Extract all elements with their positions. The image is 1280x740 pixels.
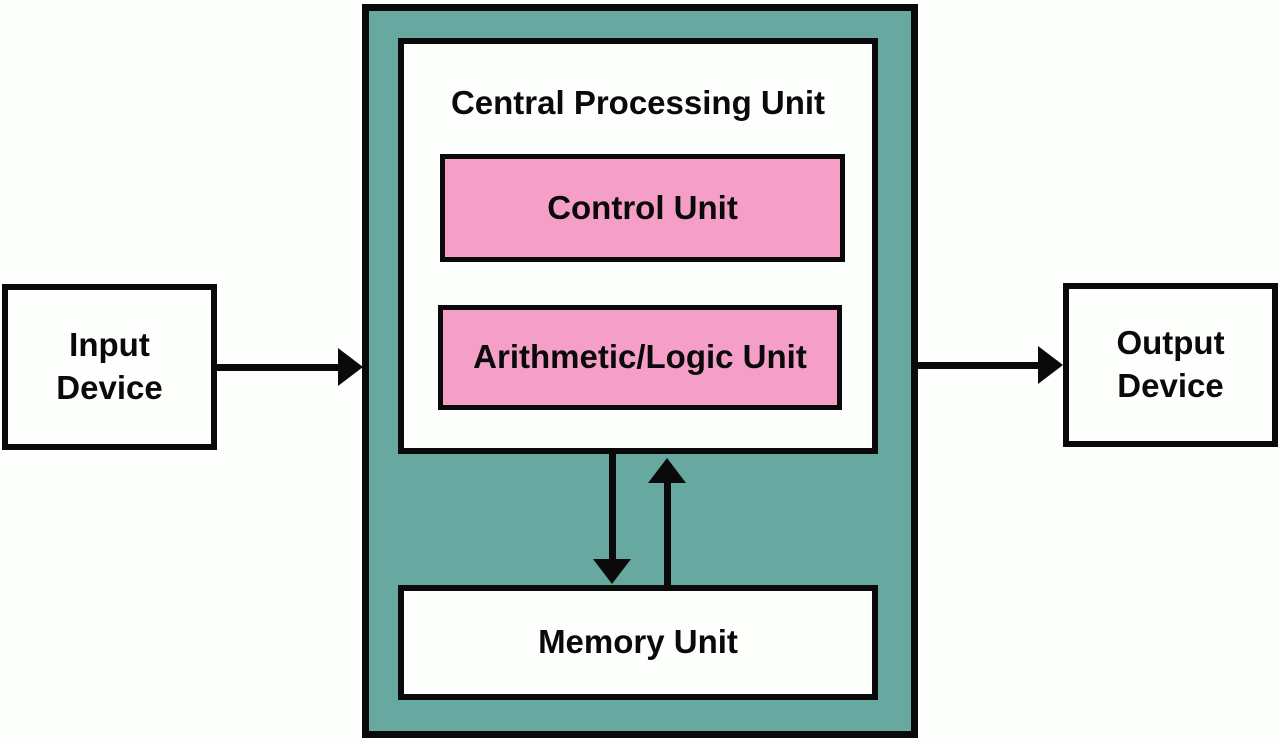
arrow-head-right-icon [338, 348, 363, 386]
input-device-label-line2: Device [56, 369, 163, 406]
output-device-label-line2: Device [1117, 367, 1224, 404]
memory-unit-label: Memory Unit [538, 623, 738, 661]
alu-box: Arithmetic/Logic Unit [438, 305, 842, 410]
output-device-box: Output Device [1063, 283, 1278, 447]
input-device-label-line1: Input [69, 326, 150, 364]
cpu-inner-box: Central Processing Unit Control Unit Ari… [398, 38, 878, 454]
input-device-box: Input Device [2, 284, 217, 450]
alu-label: Arithmetic/Logic Unit [473, 338, 807, 376]
output-device-label-line1: Output [1116, 324, 1225, 362]
arrow-shaft [664, 480, 671, 585]
cpu-title: Central Processing Unit [450, 84, 826, 121]
arrow-shaft [917, 362, 1039, 369]
arrow-shaft [609, 453, 616, 561]
arrow-head-up-icon [648, 458, 686, 483]
arrow-head-down-icon [593, 559, 631, 584]
arrow-head-right-icon [1038, 346, 1063, 384]
control-unit-box: Control Unit [440, 154, 845, 262]
memory-unit-box: Memory Unit [398, 585, 878, 700]
control-unit-label: Control Unit [547, 188, 738, 226]
arrow-shaft [217, 364, 339, 371]
